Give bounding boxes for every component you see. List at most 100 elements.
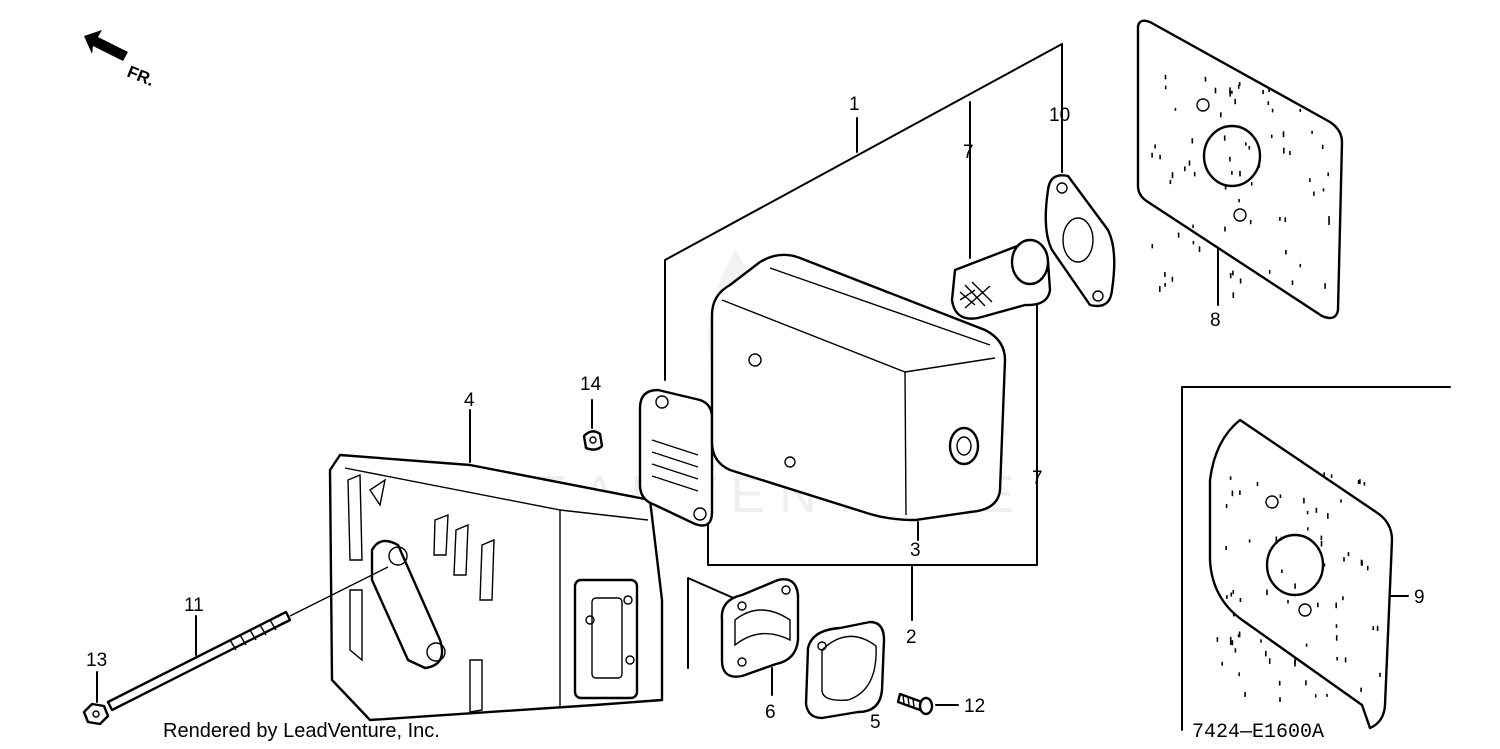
- insulator-texture-mark: [1231, 171, 1233, 175]
- insulator-texture-mark: [1225, 504, 1228, 509]
- insulator-texture-mark: [1268, 270, 1271, 274]
- insulator-texture-mark: [1278, 680, 1281, 686]
- insulator-texture-mark: [1214, 87, 1217, 94]
- insulator-texture-mark: [1360, 687, 1362, 692]
- callout-9: 9: [1414, 587, 1425, 608]
- insulator-texture-mark: [1294, 660, 1296, 667]
- insulator-texture-mark: [1177, 232, 1180, 238]
- insulator-texture-mark: [1164, 85, 1167, 90]
- insulator-texture-mark: [1266, 589, 1268, 596]
- callout-7-upper: 7: [963, 142, 974, 163]
- insulator-texture-mark: [1376, 625, 1379, 631]
- heat-insulator-inset: [1208, 418, 1394, 730]
- insulator-texture-mark: [1229, 90, 1231, 97]
- insulator-texture-mark: [1322, 188, 1325, 192]
- insulator-texture-mark: [1268, 658, 1271, 664]
- insulator-texture-mark: [1294, 583, 1296, 589]
- insulator-texture-mark: [1328, 216, 1330, 222]
- insulator-texture-mark: [1192, 240, 1195, 245]
- insulator-texture-mark: [1220, 112, 1222, 118]
- insulator-texture-mark: [1188, 160, 1191, 166]
- insulator-texture-mark: [1151, 152, 1153, 158]
- insulator-texture-mark: [1256, 481, 1259, 487]
- insulator-texture-mark: [1321, 144, 1324, 149]
- leader-lines: [96, 43, 1451, 731]
- callout-3: 3: [910, 540, 921, 561]
- exhaust-gasket: [1044, 174, 1116, 308]
- insulator-texture-mark: [1159, 154, 1161, 160]
- exhaust-flange: [720, 578, 800, 678]
- insulator-texture-mark: [1314, 694, 1317, 698]
- insulator-texture-mark: [1317, 602, 1319, 608]
- insulator-texture-mark: [1234, 648, 1237, 653]
- insulator-texture-mark: [1192, 224, 1194, 229]
- insulator-texture-mark: [1303, 497, 1305, 504]
- insulator-texture-mark: [1287, 599, 1289, 604]
- insulator-texture-mark: [1234, 98, 1236, 105]
- insulator-texture-mark: [1313, 191, 1315, 196]
- insulator-texture-mark: [1229, 273, 1232, 279]
- insulator-texture-mark: [1239, 278, 1242, 284]
- insulator-texture-mark: [1230, 592, 1233, 597]
- insulator-texture-mark: [1342, 596, 1344, 601]
- insulator-texture-mark: [1279, 494, 1282, 498]
- insulator-texture-mark: [1323, 472, 1325, 476]
- insulator-texture-mark: [1151, 243, 1154, 249]
- insulator-texture-mark: [1198, 246, 1201, 252]
- insulator-texture-mark: [1164, 272, 1166, 277]
- callout-11: 11: [184, 595, 204, 616]
- insulator-texture-mark: [1285, 250, 1287, 255]
- muffler-body: [710, 253, 1007, 522]
- insulator-texture-mark: [1347, 552, 1350, 557]
- insulator-texture-mark: [1248, 146, 1251, 150]
- insulator-texture-mark: [1327, 172, 1329, 177]
- insulator-texture-mark: [1164, 74, 1167, 80]
- insulator-texture-mark: [1230, 640, 1232, 645]
- insulator-texture-mark: [1327, 513, 1329, 519]
- insulator-texture-mark: [1229, 87, 1231, 94]
- insulator-texture-mark: [1231, 90, 1233, 94]
- insulator-texture-mark: [1249, 220, 1252, 225]
- insulator-texture-mark: [1335, 602, 1337, 609]
- insulator-texture-mark: [1193, 171, 1196, 177]
- insulator-texture-mark: [1238, 199, 1240, 203]
- insulator-texture-mark: [1315, 507, 1318, 513]
- insulator-texture-mark: [1305, 643, 1308, 647]
- insulator-texture-mark: [1238, 82, 1241, 86]
- insulator-texture-mark: [1343, 557, 1345, 562]
- muffler-protector: [328, 453, 664, 722]
- insulator-texture-mark: [1328, 221, 1330, 225]
- insulator-texture-mark: [1299, 108, 1302, 112]
- insulator-texture-mark: [1221, 661, 1223, 666]
- insulator-texture-mark: [1245, 142, 1247, 146]
- insulator-texture-mark: [1360, 559, 1363, 566]
- insulator-texture-mark: [1224, 184, 1227, 190]
- insulator-texture-mark: [1239, 490, 1241, 495]
- insulator-texture-mark: [1281, 569, 1283, 573]
- drawing-code: 7424—E1600A: [1192, 721, 1324, 744]
- callout-12: 12: [964, 696, 985, 717]
- small-nut: [582, 430, 604, 451]
- insulator-texture-mark: [1191, 138, 1194, 144]
- insulator-texture-mark: [1323, 563, 1326, 567]
- insulator-texture-mark: [1324, 283, 1326, 289]
- insulator-texture-mark: [1279, 697, 1281, 702]
- callout-4: 4: [464, 390, 475, 411]
- bolt: [106, 610, 292, 712]
- insulator-texture-mark: [1359, 479, 1361, 485]
- insulator-texture-mark: [1372, 626, 1374, 631]
- insulator-texture-mark: [1357, 480, 1360, 484]
- insulator-texture-mark: [1237, 634, 1240, 638]
- insulator-texture-mark: [1299, 263, 1302, 268]
- insulator-texture-mark: [1271, 108, 1274, 113]
- insulator-texture-mark: [1320, 535, 1323, 540]
- insulator-texture-mark: [1270, 134, 1273, 139]
- callout-14: 14: [580, 374, 602, 395]
- insulator-texture-mark: [1306, 511, 1309, 515]
- insulator-texture-mark: [1244, 691, 1246, 697]
- insulator-texture-mark: [1320, 541, 1323, 547]
- insulator-texture-mark: [1204, 76, 1207, 82]
- insulator-texture-mark: [1326, 693, 1328, 697]
- insulator-texture-mark: [1267, 101, 1270, 105]
- callout-13: 13: [86, 650, 107, 671]
